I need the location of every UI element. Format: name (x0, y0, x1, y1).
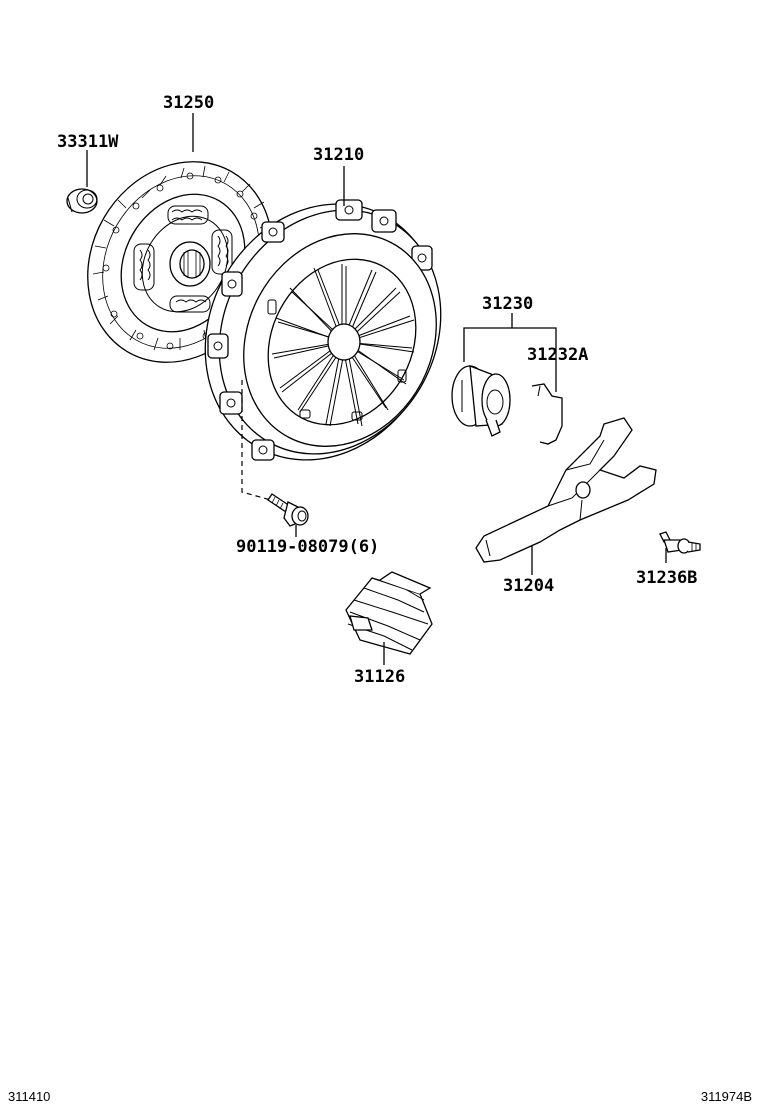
fork-support-drawing (659, 531, 701, 554)
fork-support-label: 31236B (636, 568, 697, 588)
pilot-bearing-label: 33311W (57, 132, 119, 152)
bolt-drawing (267, 493, 309, 527)
illustration-code-right: 311974B (700, 1089, 752, 1104)
pilot-bearing-drawing (66, 188, 98, 214)
bolt-install-line (241, 380, 279, 503)
fork-boot-drawing (345, 571, 433, 655)
release-bearing-clip-drawing (531, 383, 563, 445)
bolt-label: 90119-08079(6) (236, 537, 379, 557)
release-bearing-assy-label: 31230 (482, 294, 533, 314)
clutch-disc-label: 31250 (163, 93, 214, 113)
release-fork-label: 31204 (503, 576, 554, 596)
release-fork-drawing (475, 417, 657, 563)
fork-boot-label: 31126 (354, 667, 405, 687)
release-bearing-drawing (451, 365, 511, 437)
release-bearing-clip-label: 31232A (527, 345, 588, 365)
clutch-cover-drawing (204, 199, 442, 461)
release-bearing-bracket (463, 327, 557, 392)
illustration-code-left: 311410 (8, 1089, 51, 1104)
clutch-cover-label: 31210 (313, 145, 364, 165)
